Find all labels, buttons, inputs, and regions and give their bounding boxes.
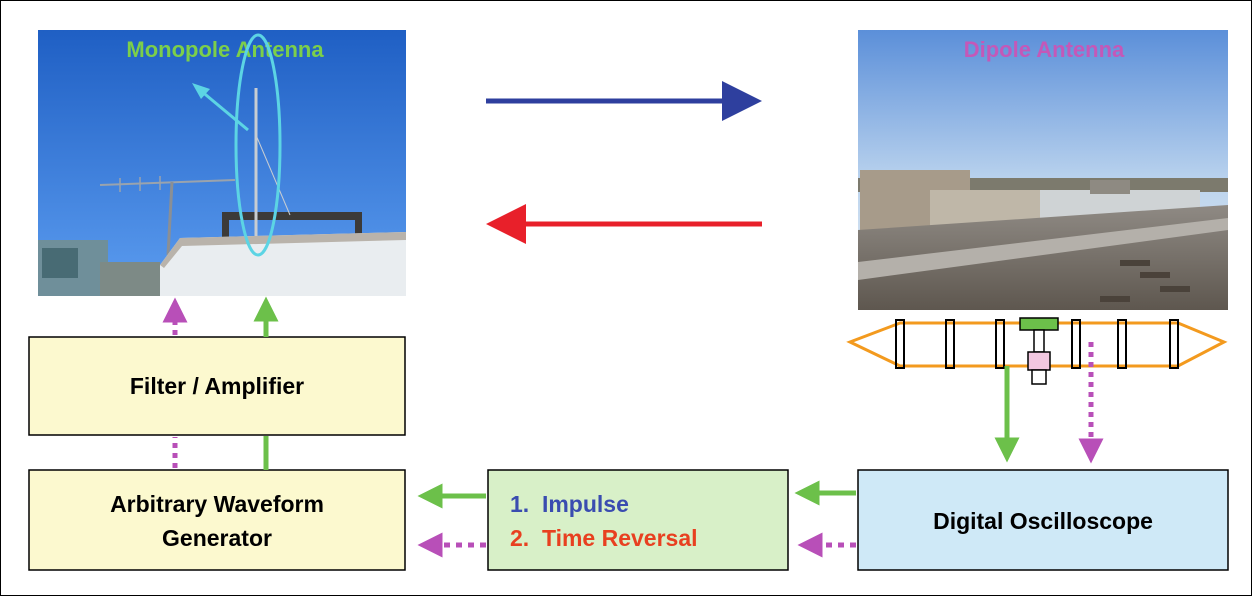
filter-amplifier-label: Filter / Amplifier <box>130 373 304 399</box>
antenna-pointer-arrowhead <box>192 83 210 99</box>
antenna-highlight-ellipse <box>234 33 282 257</box>
arbitrary-waveform-generator-block <box>28 469 406 571</box>
monopole-caption: Monopole Antenna <box>126 37 324 62</box>
mode-selection-block <box>487 469 789 571</box>
mode-time-reversal-label: 2. Time Reversal <box>510 525 698 551</box>
dipole-caption: Dipole Antenna <box>964 37 1125 62</box>
digital-oscilloscope-block <box>857 469 1229 571</box>
monopole-photo <box>38 30 406 296</box>
dipole-photo <box>858 30 1228 310</box>
digital-oscilloscope-label: Digital Oscilloscope <box>933 508 1153 534</box>
awg-label-line1: Arbitrary Waveform <box>110 491 324 517</box>
awg-label-line2: Generator <box>162 525 272 551</box>
dipole-schematic <box>846 317 1228 385</box>
filter-amplifier-block <box>28 336 406 436</box>
mode-impulse-label: 1. Impulse <box>510 491 629 517</box>
antenna-pointer-arrow <box>199 88 249 132</box>
